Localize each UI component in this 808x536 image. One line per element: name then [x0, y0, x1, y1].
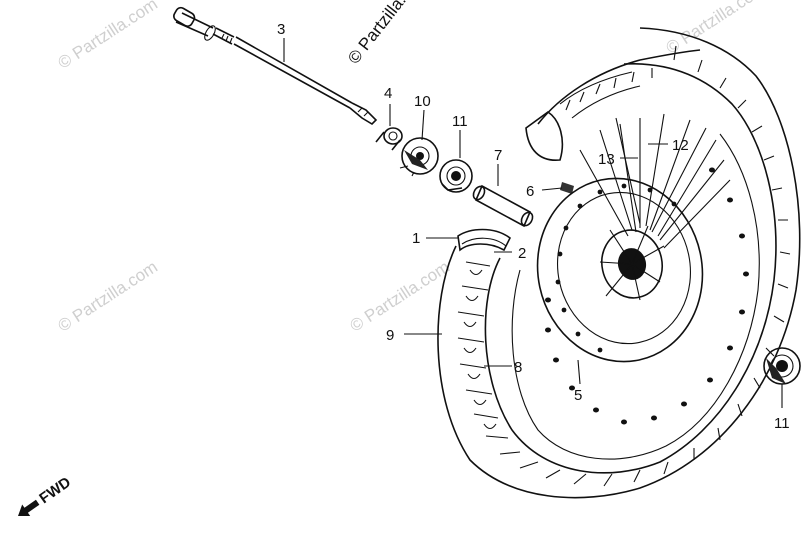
spokes-part	[579, 113, 731, 249]
hub-part	[536, 177, 704, 363]
callout-3: 3	[277, 21, 285, 38]
rim-holes	[545, 167, 749, 425]
callout-11-left: 11	[452, 113, 468, 130]
distance-collar-part	[472, 184, 534, 228]
callout-1: 1	[412, 230, 420, 247]
callout-5: 5	[574, 387, 582, 404]
callout-10: 10	[414, 93, 431, 110]
callout-6: 6	[526, 183, 534, 200]
callout-9: 9	[386, 327, 394, 344]
axle-part	[173, 6, 378, 126]
bearing-left-part	[439, 159, 473, 193]
speedometer-gear-part	[399, 137, 439, 177]
callout-11-right: 11	[774, 415, 790, 432]
forward-arrow-icon: FWD	[18, 474, 74, 516]
collar-part	[375, 127, 403, 151]
callout-4: 4	[384, 85, 392, 102]
callout-8: 8	[514, 359, 522, 376]
callout-12: 12	[672, 137, 689, 154]
callout-7: 7	[494, 147, 502, 164]
rim-band-part	[457, 228, 512, 252]
leader-lines	[283, 38, 783, 408]
fwd-label: FWD	[36, 474, 74, 508]
tire-part	[437, 27, 801, 499]
bearing-right-part	[763, 347, 801, 385]
screw-part	[560, 182, 574, 194]
callout-13: 13	[598, 151, 615, 168]
callout-2: 2	[518, 245, 526, 262]
